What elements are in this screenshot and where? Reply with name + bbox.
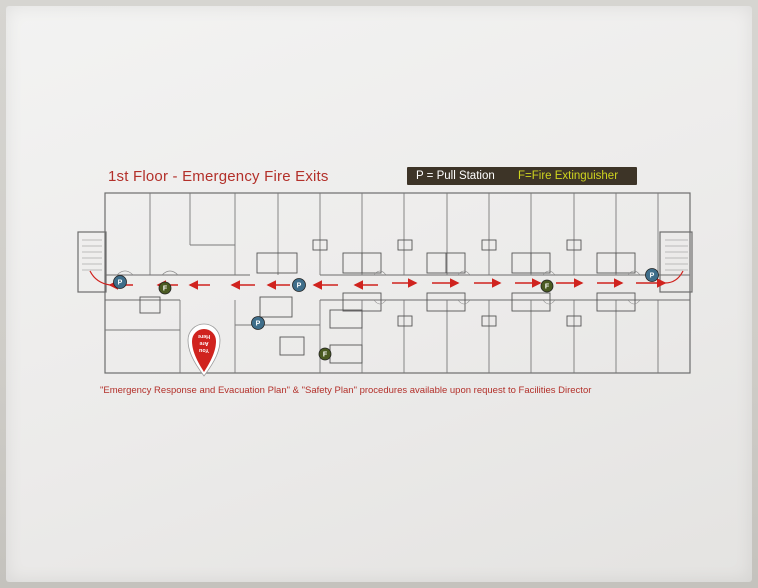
svg-text:P: P	[118, 280, 123, 287]
svg-text:P: P	[256, 321, 261, 328]
legend-pull-station: P = Pull Station	[416, 170, 495, 182]
fire-extinguisher-markers: F F F	[158, 279, 554, 361]
svg-text:P: P	[650, 273, 655, 280]
fire-extinguisher-marker: F	[158, 281, 172, 295]
corridor-walls	[105, 274, 690, 301]
pull-station-marker: P	[251, 316, 265, 330]
paper-sheet	[6, 6, 752, 582]
east-stair	[659, 231, 693, 293]
fire-extinguisher-marker: F	[540, 279, 554, 293]
south-bathrooms	[139, 292, 636, 364]
north-rooms	[149, 193, 659, 275]
pull-station-markers: P P P P	[113, 268, 659, 330]
map-title: 1st Floor - Emergency Fire Exits	[108, 168, 329, 185]
map-legend: P = Pull Station F=Fire Extinguisher	[407, 167, 637, 185]
svg-text:F: F	[545, 284, 550, 291]
north-bathrooms	[256, 239, 636, 274]
building-outline	[77, 192, 693, 374]
pull-station-marker: P	[113, 275, 127, 289]
here-label: Here	[198, 333, 210, 339]
pull-station-marker: P	[645, 268, 659, 282]
you-are-here-pin: You Are Here	[187, 323, 221, 377]
door-swings	[116, 270, 641, 305]
legend-fire-extinguisher: F=Fire Extinguisher	[518, 170, 619, 182]
pull-station-marker: P	[292, 278, 306, 292]
svg-text:P: P	[297, 283, 302, 290]
fire-extinguisher-marker: F	[318, 347, 332, 361]
outer-wall	[104, 192, 691, 374]
you-label: You	[199, 347, 209, 353]
are-label: Are	[199, 340, 208, 346]
west-stair	[77, 231, 107, 293]
exit-curves	[89, 270, 684, 286]
svg-text:F: F	[163, 286, 168, 293]
evacuation-arrows	[108, 278, 667, 290]
svg-text:F: F	[323, 352, 328, 359]
footer-note: "Emergency Response and Evacuation Plan"…	[100, 385, 592, 396]
